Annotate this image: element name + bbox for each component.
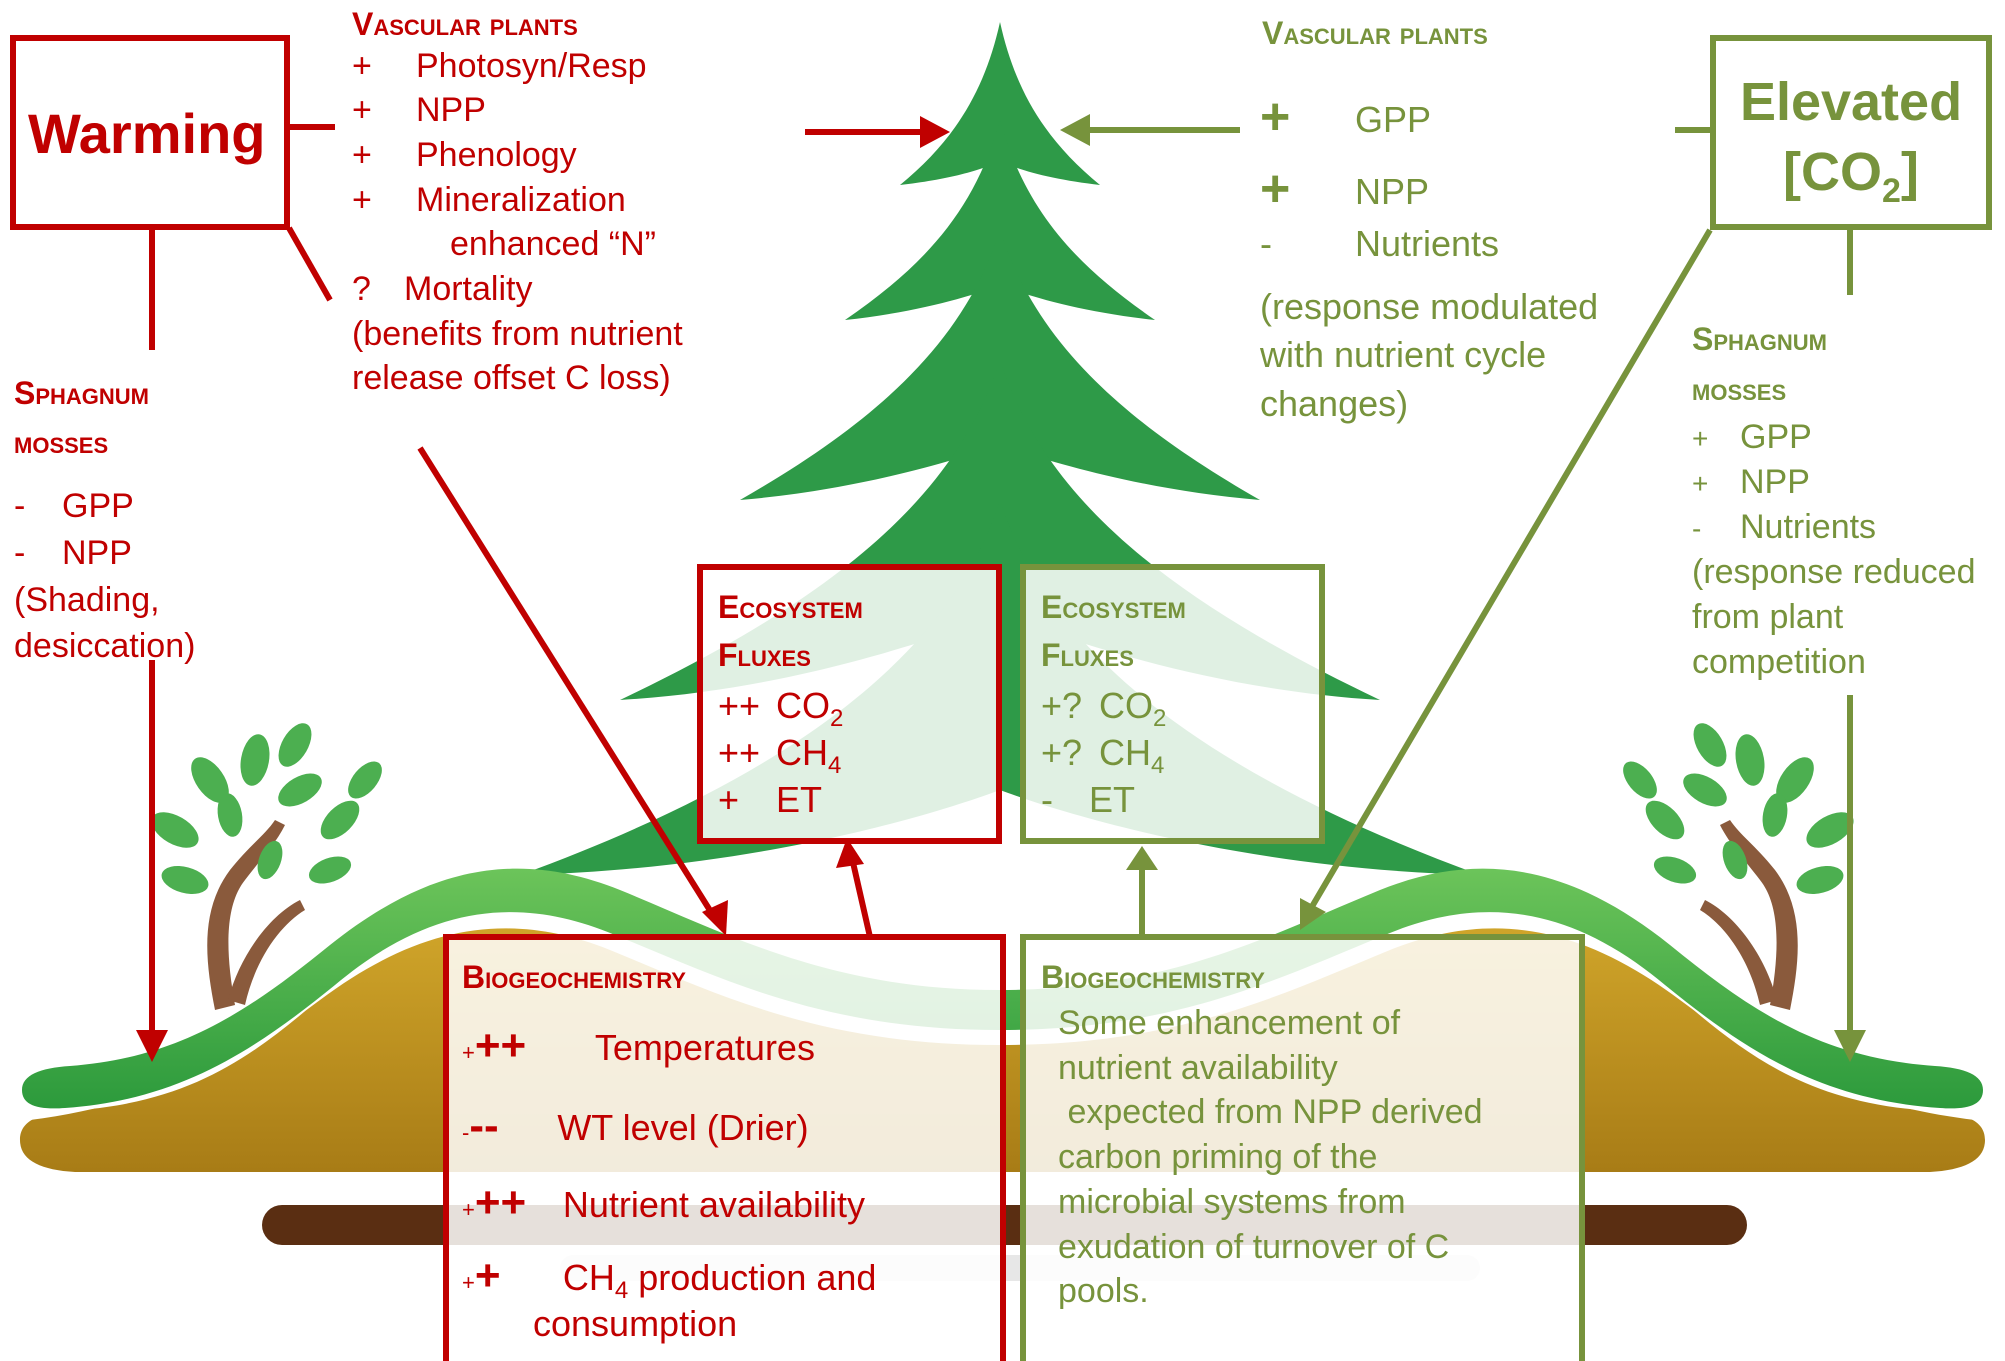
co2-sphagnum-heading-1: Sphagnum <box>1692 320 1827 358</box>
co2-vascular-note-2: with nutrient cycle <box>1260 333 1546 376</box>
label: Mineralization <box>416 181 626 219</box>
sign: + <box>352 180 416 221</box>
label: Phenology <box>416 136 577 174</box>
warming-vascular-item: enhanced “N” <box>450 224 656 265</box>
co2-vascular-note-1: (response modulated <box>1260 285 1598 328</box>
warming-fluxes-heading-1: Ecosystem <box>718 588 863 626</box>
co2-flux-et: -ET <box>1041 778 1135 821</box>
co2-vascular-note-3: changes) <box>1260 382 1408 425</box>
co2-sphagnum-nutrients: -Nutrients <box>1692 507 1876 548</box>
co2-title-line1: Elevated <box>1730 70 1972 135</box>
co2-title-line2: [CO2] <box>1730 140 1972 212</box>
warming-vascular-item: +Phenology <box>352 135 577 176</box>
warming-biogeo-ch4-line2: consumption <box>533 1302 737 1345</box>
warming-vascular-item: +Photosyn/Resp <box>352 46 647 87</box>
co2-sphagnum-npp: +NPP <box>1692 462 1810 503</box>
warming-biogeo-nutrient-availability: +++Nutrient availability <box>462 1177 865 1230</box>
sign: + <box>352 90 416 131</box>
co2-biogeo-line: carbon priming of the <box>1058 1137 1377 1178</box>
co2-vascular-heading: Vascular plants <box>1262 14 1488 52</box>
warming-fluxes-heading-2: Fluxes <box>718 636 811 674</box>
label: Photosyn/Resp <box>416 47 647 85</box>
co2-biogeo-heading: Biogeochemistry <box>1041 958 1265 996</box>
co2-biogeo-line: Some enhancement of <box>1058 1003 1400 1044</box>
co2-vascular-nutrients: -Nutrients <box>1260 222 1499 265</box>
warming-sphagnum-item-npp: -NPP <box>14 533 132 574</box>
co2-sphagnum-heading-2: mosses <box>1692 370 1786 408</box>
warming-flux-et: +ET <box>718 778 822 821</box>
co2-biogeo-line: pools. <box>1058 1271 1149 1312</box>
warming-biogeo-wt-level: ---WT level (Drier) <box>462 1100 809 1153</box>
sign: ? <box>352 269 404 310</box>
warming-flux-ch4: ++CH4 <box>718 731 841 781</box>
warming-title: Warming <box>28 100 265 167</box>
warming-flux-co2: ++CO2 <box>718 684 843 734</box>
co2-biogeo-line: microbial systems from <box>1058 1182 1406 1223</box>
arrow-biogeo-to-fluxes-red <box>852 858 870 937</box>
co2-fluxes-heading-2: Fluxes <box>1041 636 1134 674</box>
label: enhanced “N” <box>450 225 656 263</box>
warming-vascular-note-2: release offset C loss) <box>352 358 671 399</box>
warming-vascular-heading: Vascular plants <box>352 5 578 43</box>
co2-flux-ch4: +?CH4 <box>1041 731 1164 781</box>
warming-sphagnum-note-2: desiccation) <box>14 626 195 667</box>
warming-sphagnum-heading-2: mosses <box>14 423 108 461</box>
warming-biogeo-temperatures: +++Temperatures <box>462 1020 815 1073</box>
co2-biogeo-line: exudation of turnover of C <box>1058 1227 1449 1268</box>
warming-vascular-item: ?Mortality <box>352 269 532 310</box>
co2-sphagnum-note-1: (response reduced <box>1692 552 1976 593</box>
label: NPP <box>416 91 486 129</box>
label: Mortality <box>404 270 532 308</box>
warming-sphagnum-note-1: (Shading, <box>14 580 160 621</box>
warming-vascular-item: +Mineralization <box>352 180 626 221</box>
warming-biogeo-ch4: ++CH4 production and <box>462 1250 876 1306</box>
warming-sphagnum-heading-1: Sphagnum <box>14 374 149 412</box>
warming-sphagnum-item-gpp: -GPP <box>14 486 134 527</box>
co2-biogeo-line: nutrient availability <box>1058 1048 1338 1089</box>
warming-biogeo-heading: Biogeochemistry <box>462 958 686 996</box>
co2-sphagnum-note-2: from plant <box>1692 597 1843 638</box>
warming-vascular-note-1: (benefits from nutrient <box>352 314 683 355</box>
co2-flux-co2: +?CO2 <box>1041 684 1166 734</box>
sign: + <box>352 135 416 176</box>
co2-vascular-gpp: +GPP <box>1260 86 1431 148</box>
co2-biogeo-line: expected from NPP derived <box>1058 1092 1483 1133</box>
warming-vascular-item: +NPP <box>352 90 486 131</box>
co2-sphagnum-note-3: competition <box>1692 642 1866 683</box>
co2-fluxes-heading-1: Ecosystem <box>1041 588 1186 626</box>
sign: + <box>352 46 416 87</box>
co2-sphagnum-gpp: +GPP <box>1692 417 1812 458</box>
co2-vascular-npp: +NPP <box>1260 158 1429 220</box>
